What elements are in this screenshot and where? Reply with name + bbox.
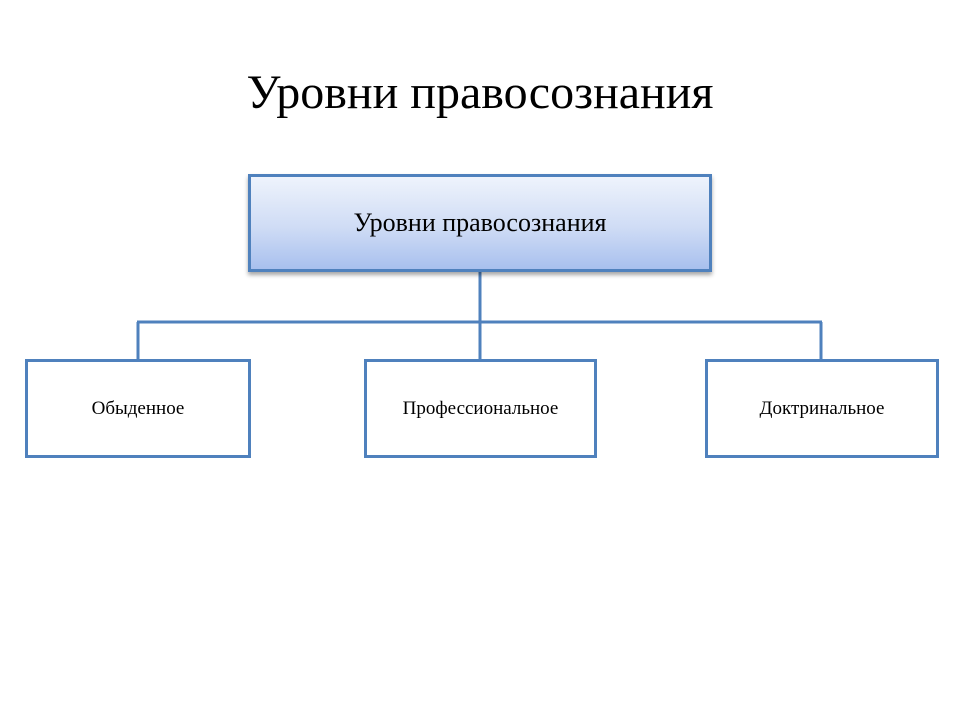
slide-title: Уровни правосознания bbox=[246, 66, 714, 119]
child-node-doctrinal: Доктринальное bbox=[705, 359, 939, 458]
child-node-label: Доктринальное bbox=[759, 397, 885, 419]
root-node: Уровни правосознания bbox=[248, 174, 712, 272]
root-node-label: Уровни правосознания bbox=[353, 208, 607, 237]
child-node-professional: Профессиональное bbox=[364, 359, 597, 458]
child-node-label: Профессиональное bbox=[402, 397, 559, 419]
child-node-ordinary: Обыденное bbox=[25, 359, 251, 458]
child-node-label: Обыденное bbox=[91, 397, 185, 419]
